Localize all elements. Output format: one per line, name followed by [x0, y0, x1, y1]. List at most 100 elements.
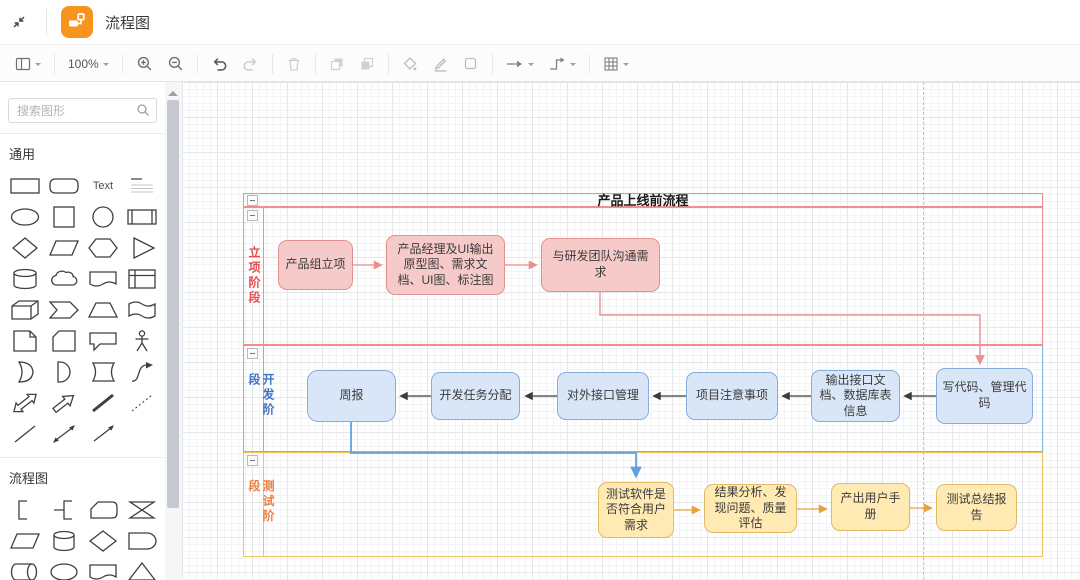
flow-node[interactable]: 测试软件是否符合用户需求 [598, 482, 674, 538]
zoom-in-button[interactable] [132, 52, 157, 75]
lane-label: 立项阶段 [247, 246, 261, 306]
fill-color-button[interactable] [398, 53, 422, 75]
shape-actor[interactable] [124, 330, 160, 352]
flow-node[interactable]: 产出用户手册 [831, 483, 910, 531]
zoom-level-dropdown[interactable]: 100% [64, 54, 113, 74]
pool-title-bar[interactable]: 产品上线前流程 [243, 193, 1043, 207]
flow-node[interactable]: 产品组立项 [278, 240, 353, 290]
lane-testing[interactable]: 测试阶段 [243, 452, 1043, 557]
shape-text[interactable]: Text [92, 180, 114, 192]
shape-document-2[interactable] [85, 561, 121, 580]
shape-square[interactable] [46, 206, 82, 228]
shape-thick-line[interactable] [85, 392, 121, 414]
shape-cloud[interactable] [46, 268, 82, 290]
shape-direct-access-storage[interactable] [7, 561, 43, 580]
divider [0, 133, 165, 134]
shape-document[interactable] [85, 268, 121, 290]
shape-rectangle[interactable] [7, 175, 43, 197]
delete-button[interactable] [282, 53, 306, 75]
section-flowchart-label: 流程图 [9, 471, 49, 486]
shape-process[interactable] [124, 206, 160, 228]
line-color-button[interactable] [428, 52, 453, 75]
shape-decision[interactable] [85, 530, 121, 552]
send-to-back-button[interactable] [355, 53, 379, 75]
shape-tape[interactable] [124, 299, 160, 321]
shape-cube[interactable] [7, 299, 43, 321]
flow-node[interactable]: 测试总结报告 [936, 484, 1017, 531]
shape-internal-storage[interactable] [124, 268, 160, 290]
shape-step[interactable] [46, 299, 82, 321]
flow-node[interactable]: 写代码、管理代码 [936, 368, 1033, 424]
diagram-canvas[interactable]: 产品上线前流程 立项阶段 开发阶段 测试阶段 [182, 82, 1080, 580]
shape-arrow-line[interactable] [85, 423, 121, 445]
flow-node[interactable]: 项目注意事项 [686, 372, 778, 420]
flow-node[interactable]: 周报 [307, 370, 396, 422]
search-shapes-input[interactable] [8, 98, 157, 123]
section-general-label: 通用 [9, 147, 36, 162]
shape-diamond[interactable] [7, 237, 43, 259]
flow-node[interactable]: 对外接口管理 [557, 372, 649, 420]
chevron-down-icon [622, 62, 629, 69]
shape-left-bracket[interactable] [7, 499, 43, 521]
swimlane-pool[interactable]: 产品上线前流程 立项阶段 开发阶段 测试阶段 [243, 193, 1043, 557]
shape-parallelogram[interactable] [46, 237, 82, 259]
shape-data-storage[interactable] [85, 361, 121, 383]
sidebar-scrollbar[interactable] [165, 82, 182, 580]
shape-delay[interactable] [124, 530, 160, 552]
shape-ellipse[interactable] [7, 206, 43, 228]
shape-arrow[interactable] [46, 392, 82, 414]
flow-node[interactable]: 结果分析、发现问题、质量评估 [704, 484, 797, 533]
shape-and[interactable] [46, 361, 82, 383]
shape-parallelogram-2[interactable] [7, 530, 43, 552]
collapse-window-icon[interactable] [8, 11, 30, 33]
shape-line[interactable] [7, 423, 43, 445]
bring-to-front-button[interactable] [325, 53, 349, 75]
scroll-up-icon[interactable] [168, 86, 178, 96]
redo-button[interactable] [238, 52, 263, 75]
shape-double-arrow-line[interactable] [46, 423, 82, 445]
header-divider [46, 9, 47, 35]
shape-cylinder[interactable] [7, 268, 43, 290]
document-title: 流程图 [105, 14, 151, 32]
shape-card[interactable] [46, 330, 82, 352]
arrow-style-button[interactable] [502, 54, 538, 74]
grid-button[interactable] [599, 53, 633, 75]
lane-collapse-button[interactable] [247, 455, 258, 466]
shape-curved-arrow[interactable] [124, 361, 160, 383]
connector-style-button[interactable] [544, 53, 580, 75]
flow-node[interactable]: 与研发团队沟通需求 [541, 238, 660, 292]
pool-title: 产品上线前流程 [597, 192, 689, 208]
scrollbar-thumb[interactable] [167, 100, 179, 508]
shape-collate[interactable] [124, 499, 160, 521]
shape-extract[interactable] [124, 561, 160, 580]
shape-triangle[interactable] [124, 237, 160, 259]
shape-annotation[interactable] [46, 499, 82, 521]
shape-note[interactable] [7, 330, 43, 352]
shape-callout[interactable] [85, 330, 121, 352]
app-logo-icon [61, 6, 93, 38]
lane-collapse-button[interactable] [247, 210, 258, 221]
shape-circle[interactable] [85, 206, 121, 228]
shape-dashed-line[interactable] [124, 392, 160, 414]
zoom-out-button[interactable] [163, 52, 188, 75]
shape-or[interactable] [7, 361, 43, 383]
flow-node[interactable]: 产品经理及UI输出原型图、需求文档、UI图、标注图 [386, 235, 505, 295]
flow-node[interactable]: 开发任务分配 [431, 372, 520, 420]
undo-button[interactable] [207, 52, 232, 75]
shape-ellipse-2[interactable] [46, 561, 82, 580]
lane-label: 开发阶段 [247, 372, 275, 418]
shape-database[interactable] [46, 530, 82, 552]
flow-node[interactable]: 输出接口文档、数据库表信息 [811, 370, 900, 422]
lane-collapse-button[interactable] [247, 348, 258, 359]
shadow-button[interactable] [459, 53, 483, 75]
shape-rounded-rectangle[interactable] [46, 175, 82, 197]
shape-bidirectional-arrow[interactable] [7, 392, 43, 414]
shape-hexagon[interactable] [85, 237, 121, 259]
chevron-down-icon [35, 62, 41, 69]
lane-label-column: 测试阶段 [244, 453, 275, 556]
page-view-button[interactable] [11, 53, 45, 75]
pool-collapse-button[interactable] [247, 195, 258, 206]
shape-card-2[interactable] [85, 499, 121, 521]
shape-heading[interactable] [124, 175, 160, 197]
shape-trapezoid[interactable] [85, 299, 121, 321]
